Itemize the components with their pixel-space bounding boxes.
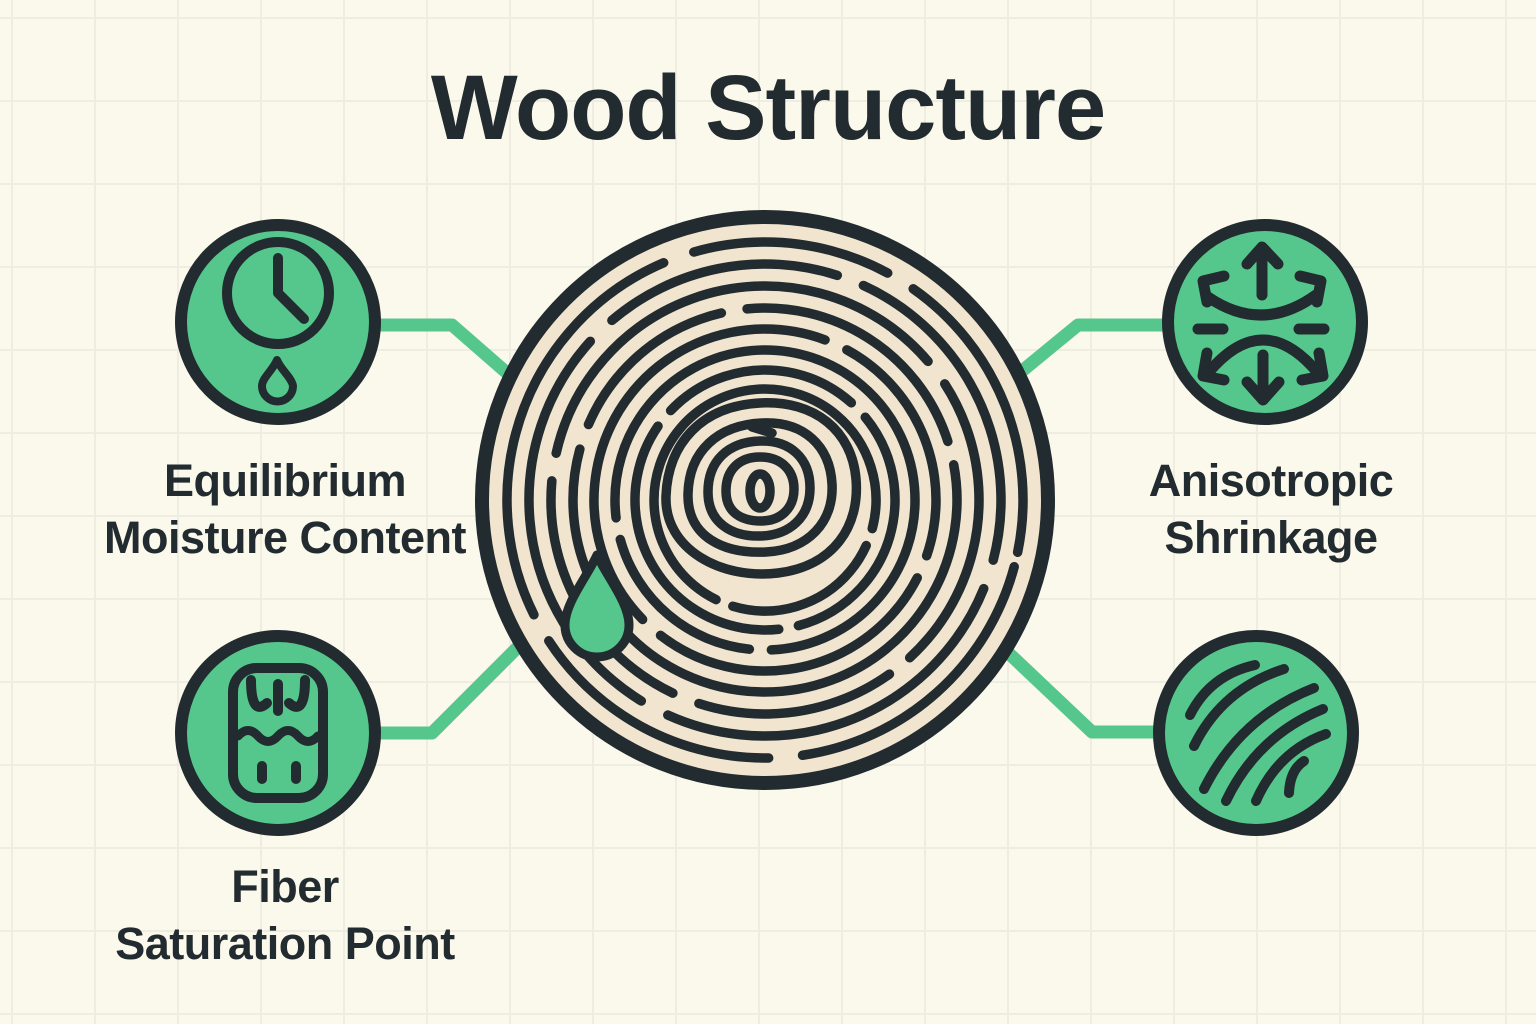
label-line: Moisture Content [104, 512, 466, 563]
label-line: Shrinkage [1164, 512, 1378, 563]
wood-grain-icon [1153, 630, 1359, 836]
clock-droplet-icon [175, 219, 381, 425]
anisotropic-arrows-icon [1162, 219, 1368, 425]
page-title: Wood Structure [430, 57, 1106, 159]
node-fiber-saturation-point [174, 629, 382, 837]
label-line: Saturation Point [115, 918, 455, 969]
label-fiber-saturation-point: Fiber Saturation Point [65, 858, 505, 972]
fiber-saturation-icon [175, 630, 381, 836]
connector-top-right [1000, 318, 1163, 391]
moisture-droplet-icon [560, 550, 634, 662]
node-equilibrium-moisture-content [174, 218, 382, 426]
label-line: Fiber [231, 861, 339, 912]
label-anisotropic-shrinkage: Anisotropic Shrinkage [1051, 452, 1491, 566]
label-line: Equilibrium [164, 455, 407, 506]
connector-top-left [375, 318, 535, 398]
growth-rings [502, 237, 1028, 763]
node-wood-grain [1152, 629, 1360, 837]
node-anisotropic-shrinkage [1161, 218, 1369, 426]
connector-bottom-right [995, 640, 1163, 739]
connector-bottom-left [377, 640, 525, 740]
wood-cross-section-icon [475, 210, 1055, 790]
label-line: Anisotropic [1148, 455, 1394, 506]
label-equilibrium-moisture-content: Equilibrium Moisture Content [65, 452, 505, 566]
